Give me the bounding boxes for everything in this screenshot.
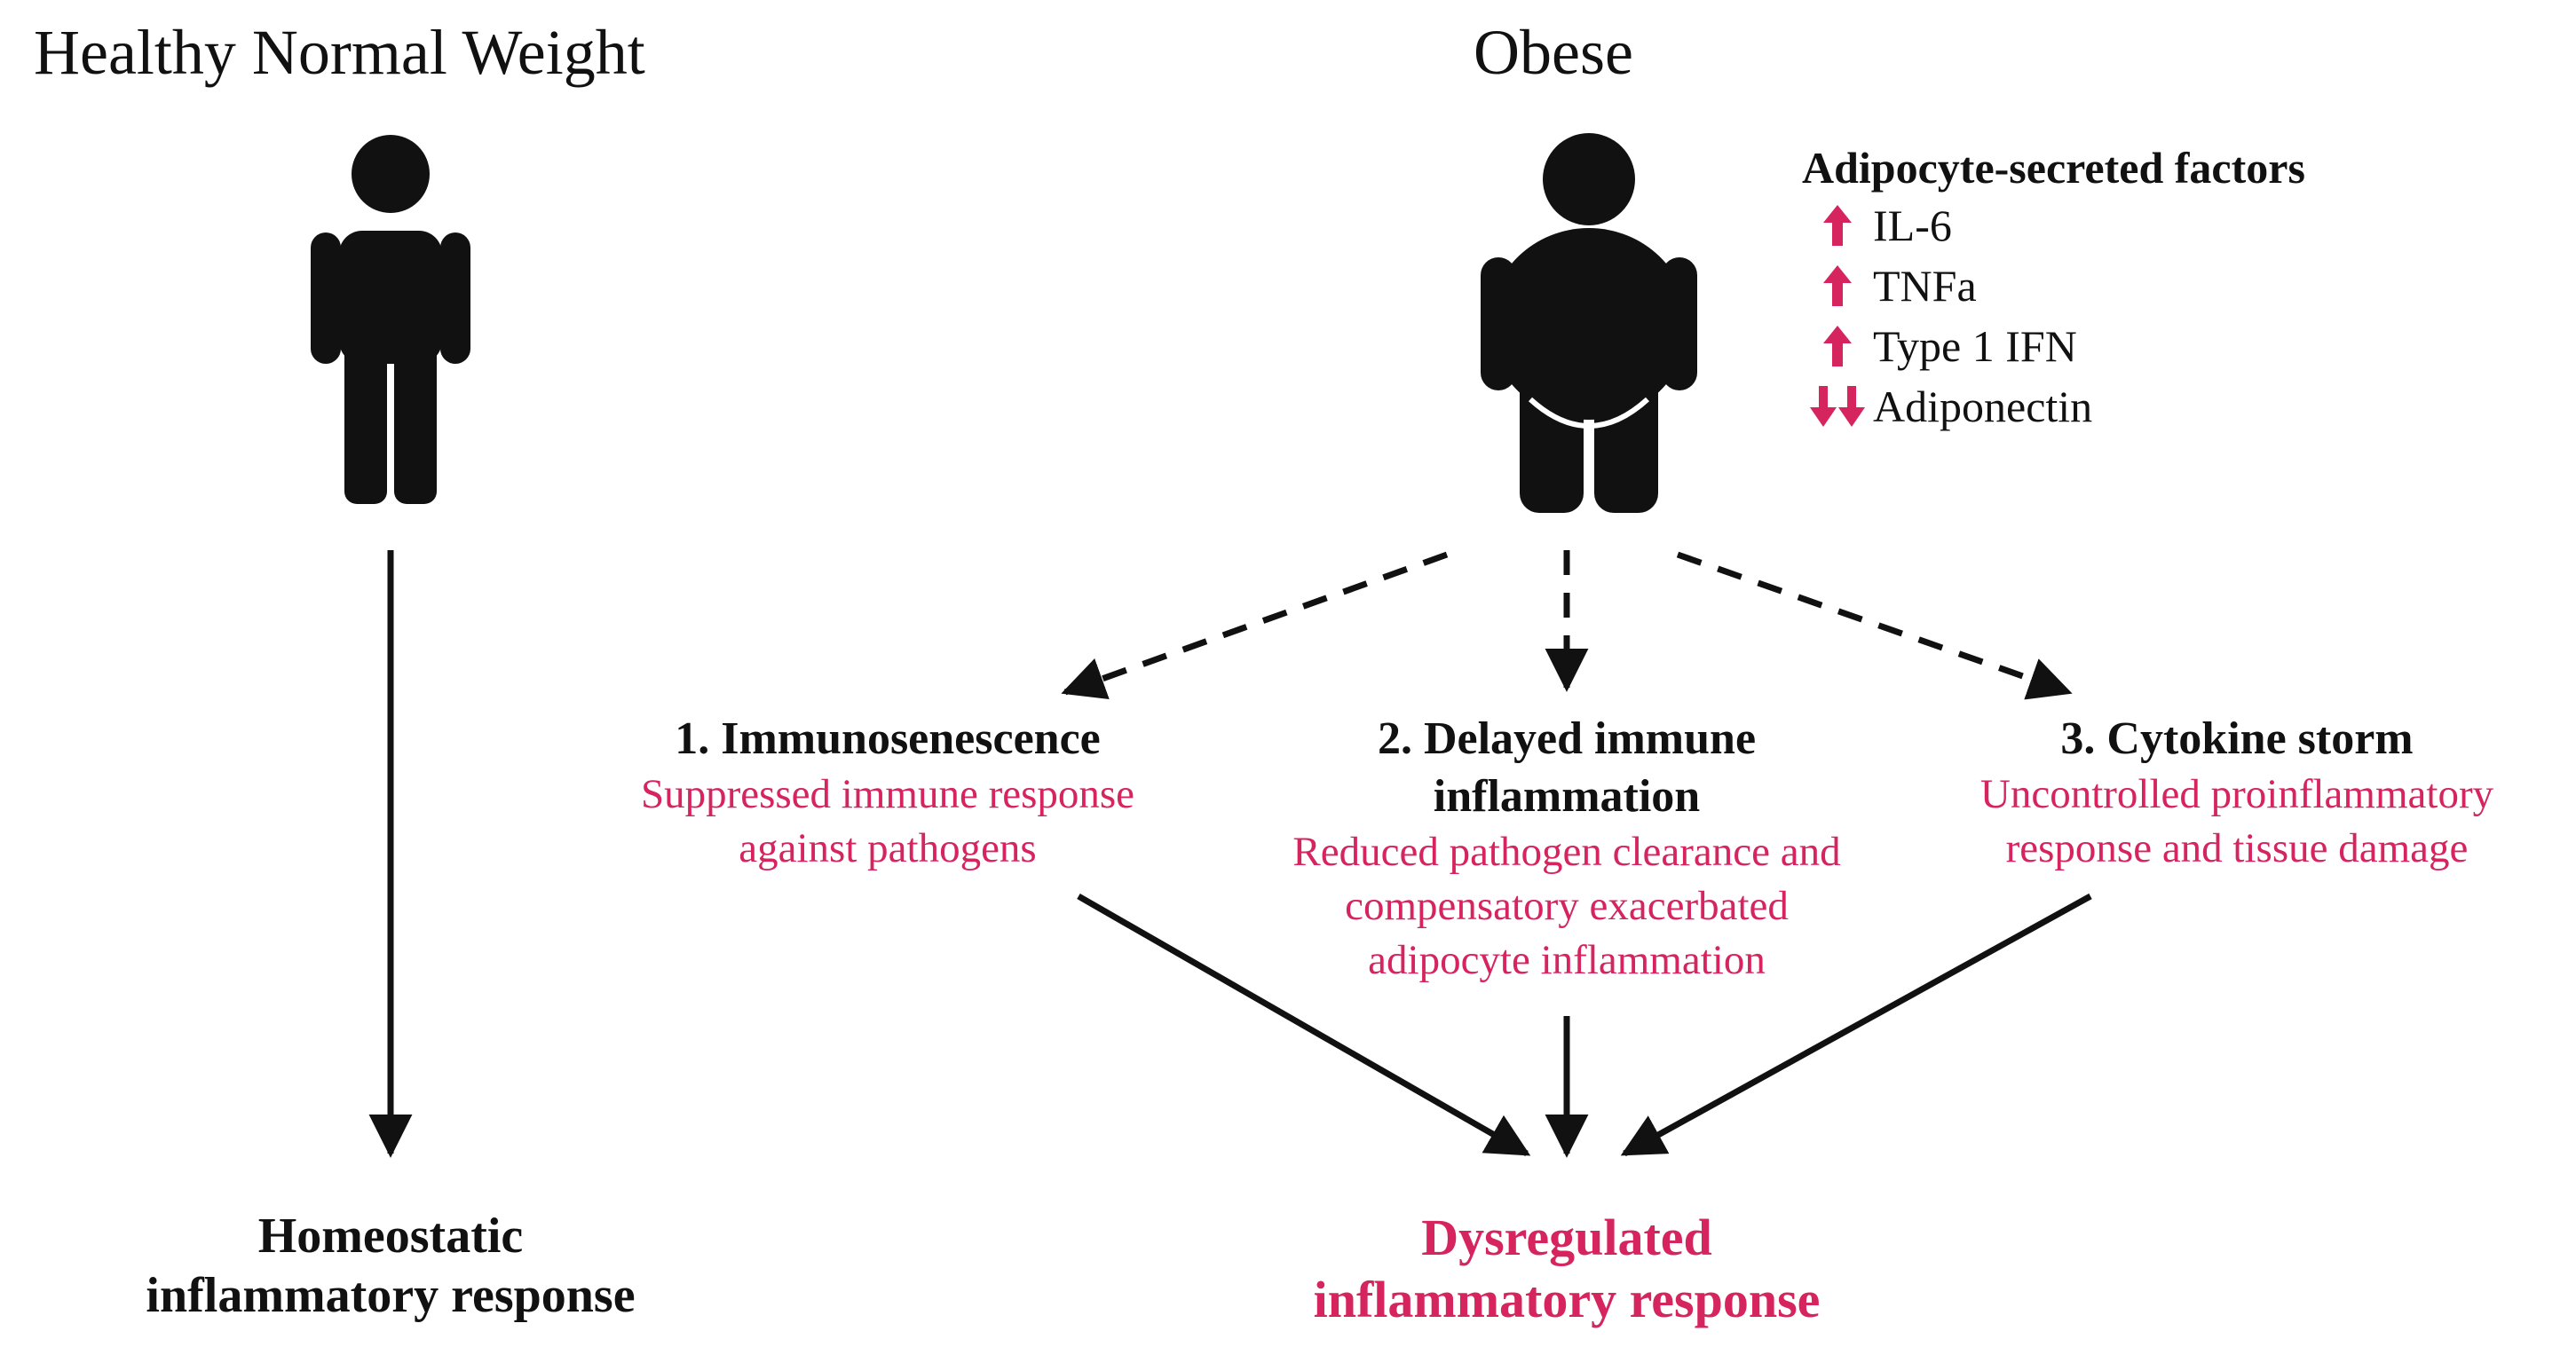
factor-label: Adiponectin [1873,382,2093,431]
mechanism-title: inflammation [1433,771,1701,822]
arrow-cytokine-to-outcome [1620,893,2092,1157]
mechanism-desc: Reduced pathogen clearance and [1292,829,1841,875]
mechanism-delayed-inflammation: 2. Delayed immune inflammation Reduced p… [1207,710,1926,988]
arrow-up-icon [1802,256,1873,316]
mechanism-desc: adipocyte inflammation [1368,937,1766,984]
arrow-obese-to-cytokine [1676,551,2073,700]
factors-heading: Adipocyte-secreted factors [1802,143,2305,193]
person-obese-icon [1481,133,1697,513]
mechanism-cytokine-storm: 3. Cytokine storm Uncontrolled proinflam… [1908,710,2565,876]
mechanism-desc: Suppressed immune response [640,771,1135,817]
mechanism-desc: response and tissue damage [2005,825,2469,872]
outcome-line: inflammatory response [1313,1270,1821,1328]
arrow-up-icon [1802,195,1873,256]
outcome-dysregulated: Dysregulated inflammatory response [1243,1207,1891,1330]
title-healthy: Healthy Normal Weight [34,17,645,88]
factor-item: Adiponectin [1802,376,2305,437]
factor-label: IL-6 [1873,201,1952,250]
outcome-line: Dysregulated [1421,1209,1712,1266]
mechanism-title: 2. Delayed immune [1377,713,1757,764]
arrow-up-icon [1802,316,1873,376]
outcome-homeostatic: Homeostatic inflammatory response [89,1207,692,1326]
person-normal-icon [311,135,470,504]
title-obese: Obese [1474,17,1633,88]
mechanism-desc: Uncontrolled proinflammatory [1979,771,2494,817]
mechanism-desc: against pathogens [739,825,1037,872]
outcome-line: inflammatory response [146,1268,636,1324]
mechanism-title: 3. Cytokine storm [2060,713,2414,764]
outcome-line: Homeostatic [257,1209,524,1264]
factor-label: TNFa [1873,261,1977,311]
factor-item: IL-6 [1802,195,2305,256]
factor-item: TNFa [1802,256,2305,316]
arrow-obese-to-immunosenescence [1061,551,1449,700]
mechanism-immunosenescence: 1. Immunosenescence Suppressed immune re… [550,710,1225,876]
factor-item: Type 1 IFN [1802,316,2305,376]
mechanism-title: 1. Immunosenescence [675,713,1101,764]
double-arrow-down-icon [1802,376,1873,437]
arrow-immunosenescence-to-outcome [1077,893,1531,1157]
factor-label: Type 1 IFN [1873,321,2077,371]
mechanism-desc: compensatory exacerbated [1345,883,1789,930]
